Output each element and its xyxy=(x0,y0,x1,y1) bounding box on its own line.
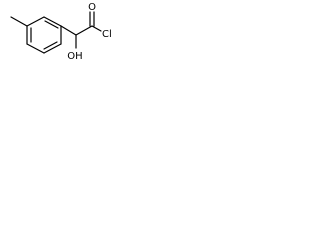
alpha-carbon-to-carbonyl-bond xyxy=(75,25,93,36)
ring-bond xyxy=(43,43,62,54)
hydroxyl-label: OH xyxy=(67,51,82,62)
chemical-structure-diagram: O Cl OH xyxy=(10,2,112,62)
chlorine-label: Cl xyxy=(102,29,112,40)
carbonyl-to-chlorine-bond xyxy=(91,25,102,32)
carbonyl-oxygen-label: O xyxy=(88,2,96,13)
ring-double-bond xyxy=(44,20,59,29)
methyl-bond xyxy=(10,16,28,27)
ring-bond xyxy=(26,16,45,27)
ring-bond xyxy=(26,43,45,54)
ring-bond xyxy=(43,16,62,27)
ring-double-bond xyxy=(43,41,58,50)
benzene-ring xyxy=(26,16,62,54)
ring-to-alpha-carbon-bond xyxy=(60,25,77,36)
